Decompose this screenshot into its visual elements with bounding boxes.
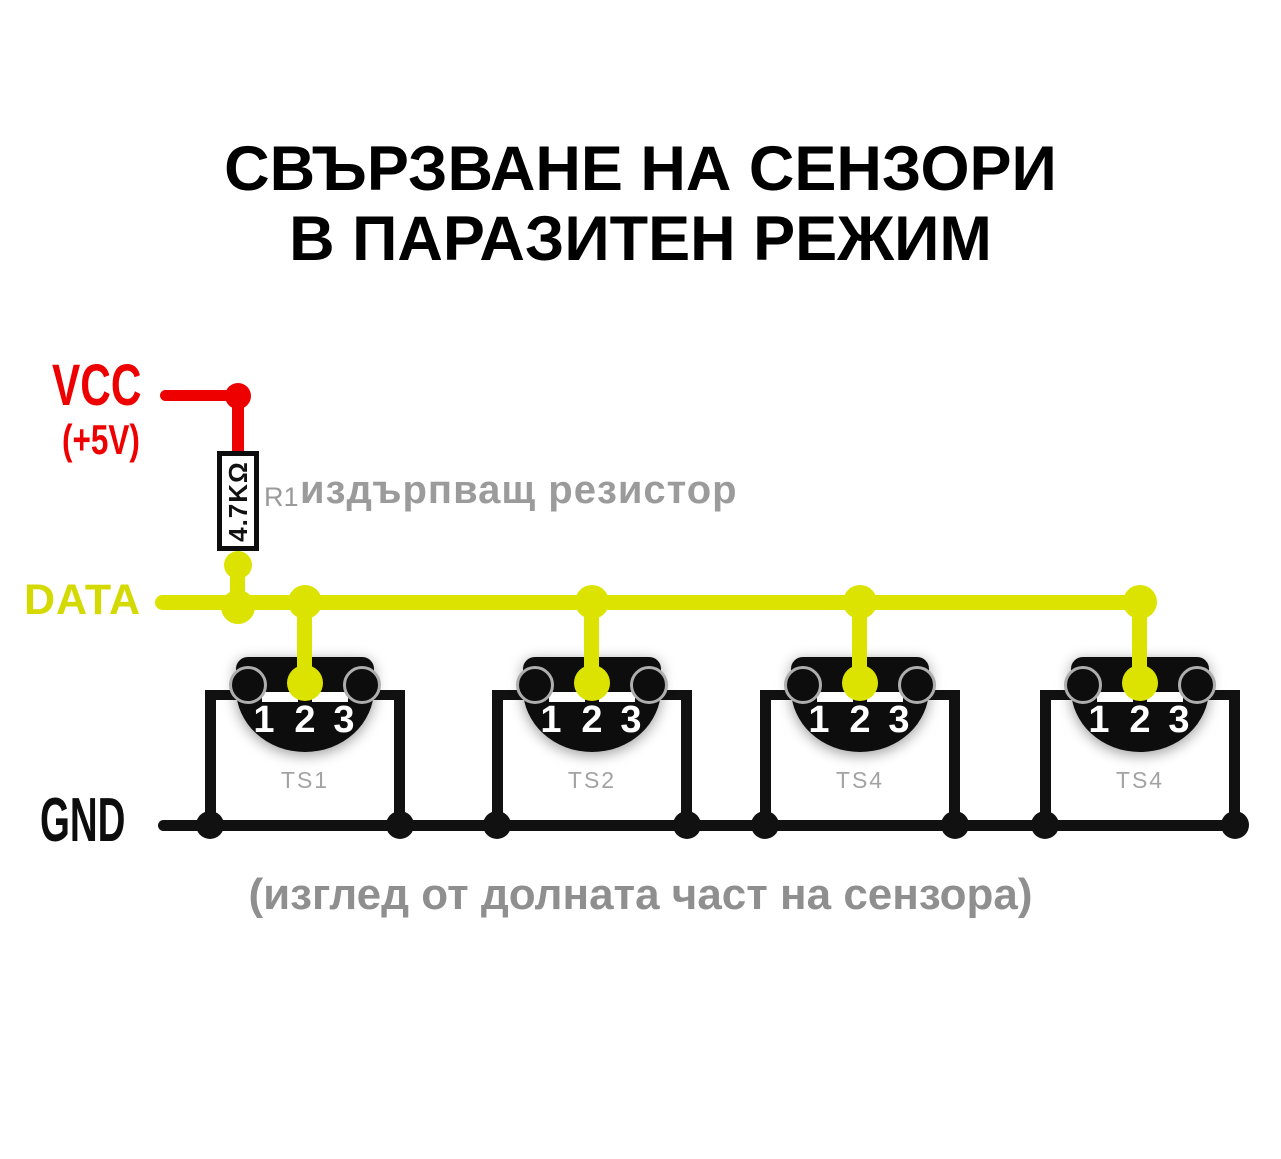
gnd-wire-left bbox=[1040, 690, 1051, 831]
sensor-label: TS4 bbox=[835, 767, 885, 793]
gnd-label: GND bbox=[40, 786, 126, 855]
pin2-number: 2 bbox=[294, 699, 316, 741]
pin2-data-cap bbox=[287, 665, 323, 701]
sensor-ts4: 1 2 3 TS4 bbox=[1031, 585, 1249, 845]
gnd-junction-left bbox=[751, 811, 779, 839]
gnd-wire-right bbox=[394, 690, 405, 831]
gnd-junction-left bbox=[483, 811, 511, 839]
pin1-number: 1 bbox=[1088, 699, 1110, 741]
vcc-label: VCC bbox=[52, 353, 142, 418]
resistor-value: 4.7KΩ bbox=[222, 460, 253, 542]
gnd-bus-wire bbox=[158, 820, 1248, 831]
pin1-pad bbox=[1064, 666, 1102, 704]
pin3-number: 3 bbox=[333, 699, 355, 741]
pin1-pad bbox=[784, 666, 822, 704]
pin3-pad bbox=[630, 666, 668, 704]
gnd-wire-right bbox=[949, 690, 960, 831]
gnd-wire-right bbox=[1229, 690, 1240, 831]
pin2-data-cap bbox=[1122, 665, 1158, 701]
title-line-1: СВЪРЗВАНЕ НА СЕНЗОРИ bbox=[224, 134, 1057, 204]
pin3-number: 3 bbox=[1168, 699, 1190, 741]
pin3-number: 3 bbox=[888, 699, 910, 741]
data-drop-wire bbox=[584, 601, 599, 685]
gnd-junction-right bbox=[673, 811, 701, 839]
pin1-pad bbox=[229, 666, 267, 704]
sensor-label: TS4 bbox=[1115, 767, 1165, 793]
sensor-label: TS1 bbox=[280, 767, 330, 793]
gnd-junction-right bbox=[1221, 811, 1249, 839]
pin3-pad bbox=[898, 666, 936, 704]
pin2-data-cap bbox=[842, 665, 878, 701]
gnd-junction-left bbox=[1031, 811, 1059, 839]
data-label: DATA bbox=[24, 576, 142, 624]
sensor-ts3: 1 2 3 TS4 bbox=[751, 585, 969, 845]
pin2-number: 2 bbox=[581, 699, 603, 741]
pin2-number: 2 bbox=[1129, 699, 1151, 741]
data-drop-wire bbox=[852, 601, 867, 685]
pin1-number: 1 bbox=[808, 699, 830, 741]
pin3-number: 3 bbox=[620, 699, 642, 741]
gnd-junction-left bbox=[196, 811, 224, 839]
pin3-pad bbox=[343, 666, 381, 704]
data-bus-wire bbox=[155, 595, 1153, 610]
sensor-ts2: 1 2 3 TS2 bbox=[483, 585, 701, 845]
pin1-pad bbox=[516, 666, 554, 704]
title-line-2: В ПАРАЗИТЕН РЕЖИМ bbox=[289, 204, 992, 274]
pin2-number: 2 bbox=[849, 699, 871, 741]
diagram-title: СВЪРЗВАНЕ НА СЕНЗОРИ В ПАРАЗИТЕН РЕЖИМ bbox=[0, 134, 1281, 274]
pullup-resistor-body: 4.7KΩ bbox=[217, 451, 259, 551]
sensor-label: TS2 bbox=[567, 767, 617, 793]
resistor-ref: R1 bbox=[264, 482, 299, 512]
pin2-data-cap bbox=[574, 665, 610, 701]
data-drop-wire bbox=[297, 601, 312, 685]
gnd-wire-right bbox=[681, 690, 692, 831]
vcc-wire-vertical bbox=[232, 394, 244, 456]
pin3-pad bbox=[1178, 666, 1216, 704]
pin1-number: 1 bbox=[253, 699, 275, 741]
sensor-ts1: 1 2 3 TS1 bbox=[196, 585, 414, 845]
gnd-wire-left bbox=[492, 690, 503, 831]
data-drop-wire bbox=[1132, 601, 1147, 685]
vcc-voltage-label: (+5V) bbox=[62, 416, 140, 463]
bottom-caption: (изглед от долната част на сензора) bbox=[248, 870, 1033, 919]
pullup-annotation: издърпващ резистор bbox=[300, 468, 738, 512]
vcc-wire-horizontal bbox=[160, 390, 240, 401]
gnd-junction-right bbox=[386, 811, 414, 839]
gnd-junction-right bbox=[941, 811, 969, 839]
pin1-number: 1 bbox=[540, 699, 562, 741]
gnd-wire-left bbox=[205, 690, 216, 831]
gnd-wire-left bbox=[760, 690, 771, 831]
